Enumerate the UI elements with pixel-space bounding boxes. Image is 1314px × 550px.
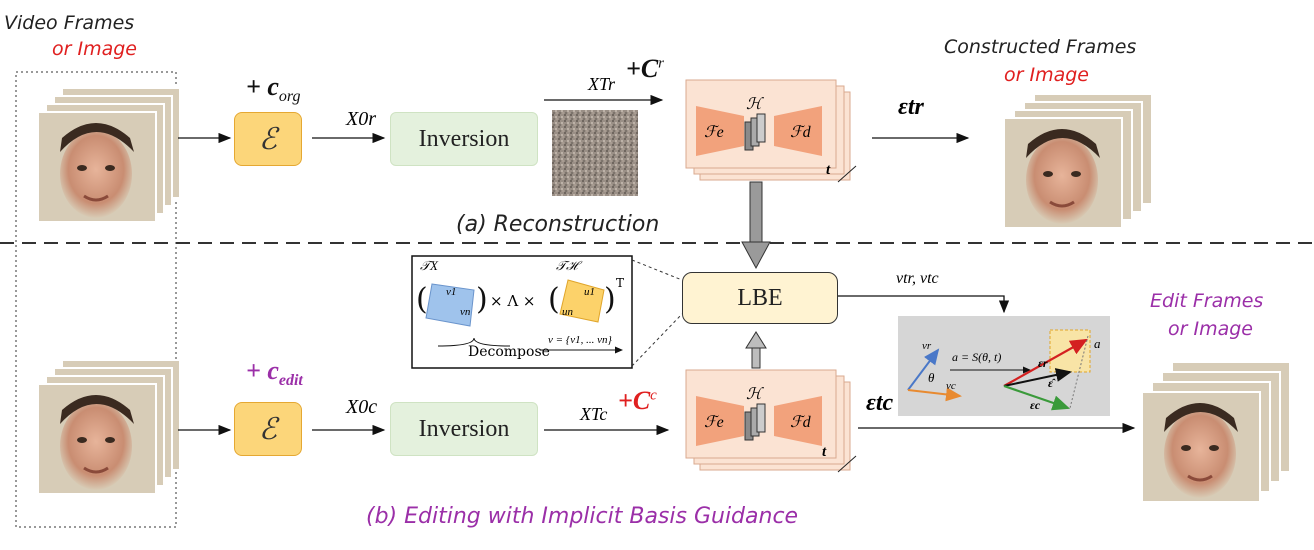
c-org-label: + corg: [246, 72, 301, 106]
vr-vector: [907, 348, 940, 391]
xtc-label: XTc: [580, 404, 608, 424]
guidance-offset: [1069, 335, 1089, 409]
th-plane: [559, 279, 605, 323]
inset-paren-left-close: ): [476, 282, 488, 317]
eps-c-vector: [1003, 384, 1071, 411]
inset-leader-top: [631, 259, 683, 281]
inset-paren-right-close: ): [604, 282, 616, 317]
or-image-left-label: or Image: [52, 38, 137, 60]
unet-bottom-dec: ℱd: [790, 414, 811, 431]
c-edit-label: + cedit: [246, 356, 303, 390]
unet-bottom-time: t: [822, 444, 827, 460]
arrow-unet-bottom-to-lbe: [745, 331, 767, 369]
inset-transpose: T: [616, 276, 625, 290]
unet-top-time: t: [826, 162, 831, 178]
noise-latent: [552, 110, 638, 196]
inset-v1: v1: [446, 286, 457, 298]
inset-decompose: Decompose: [468, 344, 550, 360]
arrow-lbe-to-guidance: [838, 295, 1010, 314]
inversion-bottom: Inversion: [390, 402, 538, 456]
unet-top: [685, 79, 857, 183]
c-c-label: +Cc: [618, 386, 657, 415]
guidance-vr: vr: [922, 340, 932, 352]
guidance-eps-hat: ε̂: [1048, 376, 1053, 390]
c-r-label: +Cr: [626, 54, 665, 83]
unet-top-enc: ℱe: [704, 124, 724, 141]
guidance-eps-c: εc: [1030, 398, 1041, 412]
unet-bottom-hidden: ℋ: [746, 386, 762, 403]
constructed-frames: [1002, 92, 1154, 230]
or-image-right-label: or Image: [1004, 64, 1089, 86]
inversion-top: Inversion: [390, 112, 538, 166]
input-frames-top: [36, 86, 182, 224]
encoder-bottom: ℰ: [234, 402, 302, 456]
section-b-label: (b) Editing with Implicit Basis Guidance: [366, 504, 799, 529]
unet-top-dec: ℱd: [790, 124, 811, 141]
guidance-region: [1049, 329, 1091, 373]
edit-frames: [1140, 360, 1292, 504]
inset-paren-right: (: [548, 282, 560, 317]
constructed-frames-label: Constructed Frames: [944, 36, 1137, 58]
vc-vector: [907, 387, 962, 402]
guidance-a: a: [1094, 336, 1101, 351]
th-label: 𝒯ℋ: [556, 258, 578, 273]
inset-leader-bottom: [631, 313, 683, 367]
inset-formula-mid: × Λ ×: [490, 292, 536, 310]
eps-hat-vector: [1003, 368, 1072, 387]
decompose-brace: [437, 337, 511, 347]
inset-paren-left: (: [416, 282, 428, 317]
guidance-vc: vc: [946, 380, 956, 392]
edit-frames-label: Edit Frames: [1150, 290, 1264, 312]
guidance-eps-r: εr: [1038, 356, 1048, 370]
arrow-unet-top-to-lbe: [741, 181, 771, 270]
guidance-formula: a = S(θ, t): [952, 350, 1002, 364]
inset-vn: vn: [460, 306, 471, 318]
unet-bottom: [685, 369, 857, 473]
v-pair-label: vtr, vtc: [896, 270, 939, 287]
input-frames-bottom: [36, 358, 182, 496]
video-frames-label: Video Frames: [4, 12, 135, 34]
lbe-box: LBE: [682, 272, 838, 324]
tx-label: 𝒯X: [420, 258, 438, 273]
x0c-label: X0c: [346, 396, 378, 418]
inset-v-set: v = {v1, ... vn}: [548, 334, 612, 346]
eps-r-label: εtr: [898, 94, 924, 120]
unet-bottom-enc: ℱe: [704, 414, 724, 431]
eps-c-label: εtc: [866, 390, 894, 416]
eps-r-vector: [1003, 338, 1088, 387]
xtr-label: XTr: [588, 74, 616, 94]
tx-plane: [425, 283, 475, 327]
encoder-top: ℰ: [234, 112, 302, 166]
guidance-theta: θ: [928, 370, 935, 385]
inset-u1: u1: [584, 286, 595, 298]
inset-un: un: [562, 306, 573, 318]
input-group-frame: [15, 71, 177, 528]
or-image-edit-label: or Image: [1168, 318, 1253, 340]
x0r-label: X0r: [346, 108, 376, 130]
unet-top-hidden: ℋ: [746, 96, 762, 113]
section-a-label: (a) Reconstruction: [456, 212, 660, 237]
